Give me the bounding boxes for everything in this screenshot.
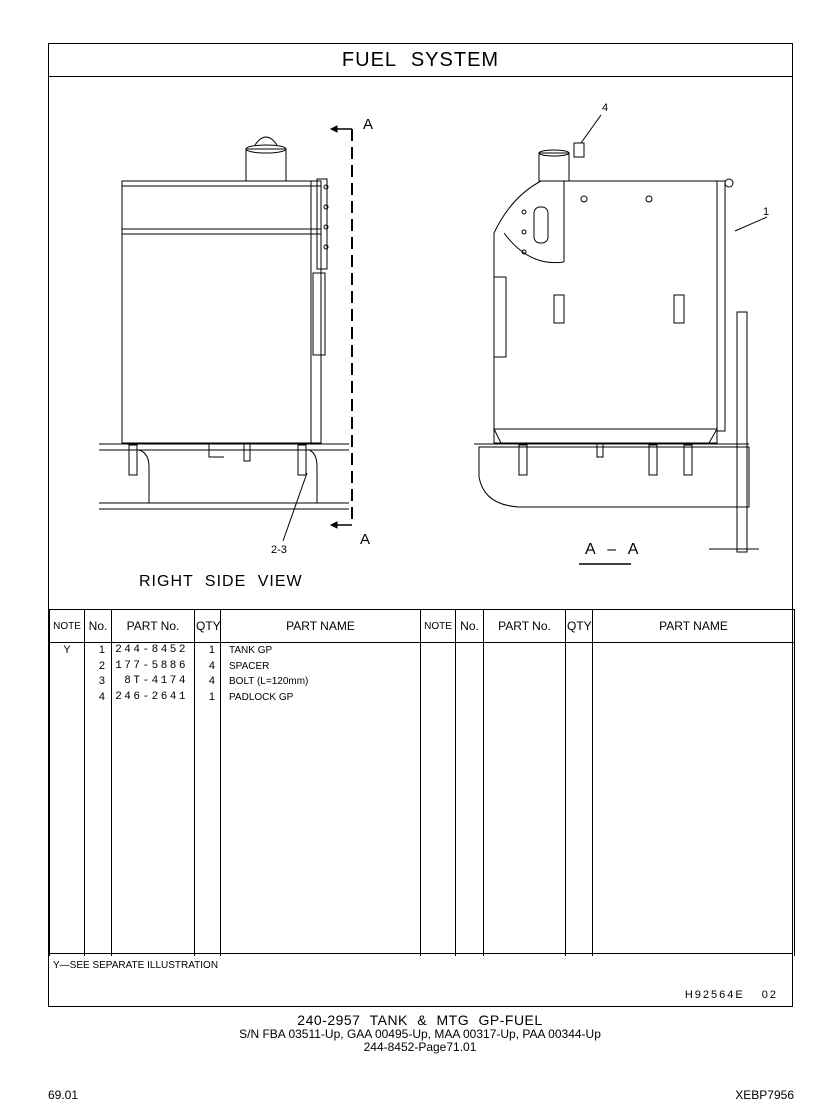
header-note: NOTE: [49, 609, 85, 643]
row-2-no: 2: [98, 659, 105, 672]
header-qty-2: QTY: [565, 609, 593, 643]
page-frame: FUEL SYSTEM: [48, 43, 795, 1007]
caption-title: 240-2957 TANK & MTG GP-FUEL: [297, 1012, 543, 1028]
header-part-no: PART No.: [111, 609, 195, 643]
caption-serials: S/N FBA 03511-Up, GAA 00495-Up, MAA 0031…: [239, 1027, 601, 1041]
header-no: No.: [84, 609, 112, 643]
callout-4: 4: [602, 102, 609, 114]
header-part-no-2: PART No.: [483, 609, 566, 643]
row-4-note: [50, 690, 84, 706]
row-2-name: SPACER: [229, 660, 270, 672]
section-marker-bottom: A: [360, 531, 371, 548]
document-id: XEBP7956: [735, 1088, 794, 1102]
right-side-view-drawing: [99, 125, 353, 542]
page-number: 69.01: [48, 1088, 79, 1102]
fuel-tank-drawing: [99, 114, 768, 565]
section-a-a-drawing: [474, 114, 768, 565]
row-4-part-no: 246-2641: [115, 690, 188, 703]
section-view-label: A – A: [585, 541, 640, 558]
row-3-no: 3: [98, 675, 105, 687]
illustration: A A 2-3 1 4 RIGHT SIDE VIEW A – A: [49, 77, 792, 609]
row-1-part-no: 244-8452: [115, 644, 188, 656]
callout-1: 1: [763, 206, 770, 218]
row-2-note: [50, 659, 84, 675]
row-1-note: Y: [63, 644, 71, 656]
section-marker-top: A: [363, 116, 374, 133]
callout-2-3: 2-3: [271, 544, 287, 556]
header-part-name: PART NAME: [220, 609, 421, 643]
row-3-name: BOLT (L=120mm): [229, 676, 309, 687]
row-1-no: 1: [98, 644, 105, 656]
row-4-qty: 1: [208, 690, 215, 703]
row-3-note: [50, 674, 84, 690]
row-1-name: TANK GP: [229, 645, 273, 656]
row-2-part-no: 177-5886: [115, 659, 188, 672]
header-no-2: No.: [455, 609, 484, 643]
row-2-qty: 4: [208, 659, 215, 672]
parts-table-body: Y 1 2 3 4 244-8452 177-5886 8T-4174 246-…: [49, 642, 795, 956]
row-3-part-no: 8T-4174: [124, 675, 188, 687]
row-4-name: PADLOCK GP: [229, 691, 294, 703]
footnote: Y—SEE SEPARATE ILLUSTRATION: [53, 960, 219, 971]
row-3-qty: 4: [208, 675, 215, 687]
row-4-no: 4: [98, 690, 105, 703]
parts-table: NOTE No. PART No. QTY PART NAME NOTE No.…: [49, 609, 795, 956]
parts-table-header: NOTE No. PART No. QTY PART NAME NOTE No.…: [49, 609, 795, 643]
header-note-2: NOTE: [420, 609, 456, 643]
footnote-divider: [49, 953, 792, 954]
header-qty: QTY: [194, 609, 221, 643]
page-title: FUEL SYSTEM: [49, 44, 792, 77]
row-1-qty: 1: [208, 644, 215, 656]
caption-page-ref: 244-8452-Page71.01: [363, 1040, 477, 1054]
header-part-name-2: PART NAME: [592, 609, 795, 643]
drawing-number: H92564E 02: [684, 989, 778, 1001]
right-side-view-label: RIGHT SIDE VIEW: [139, 573, 303, 590]
